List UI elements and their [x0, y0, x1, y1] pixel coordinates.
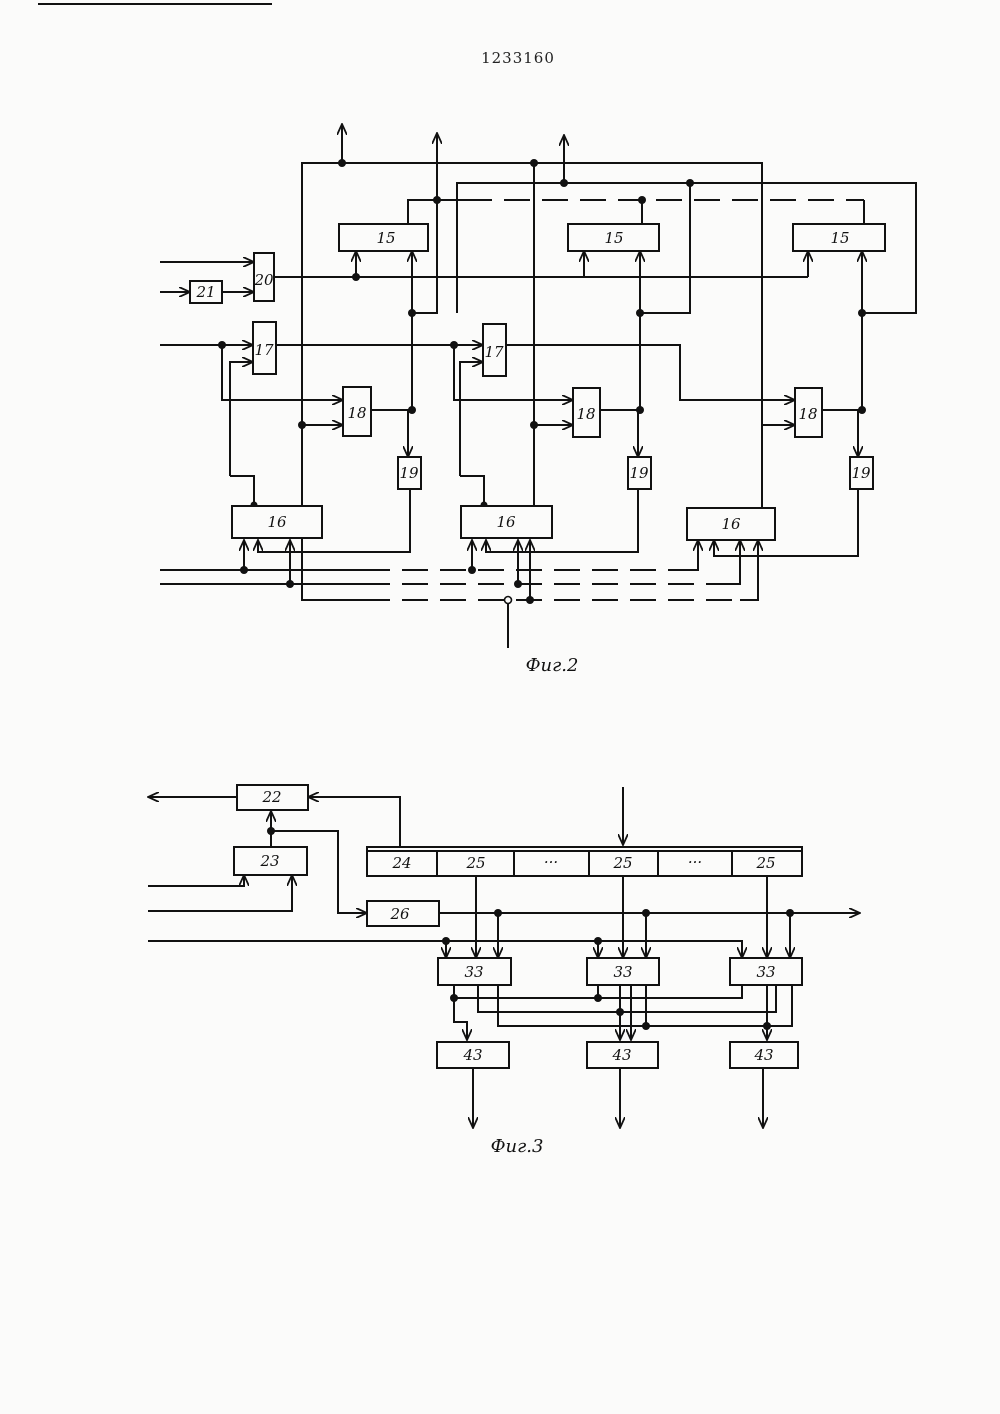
- junction-dot: [494, 909, 502, 917]
- fb-17-1: [230, 362, 253, 476]
- cell-ellipsis: ···: [544, 853, 558, 871]
- junction-dot: [858, 309, 866, 317]
- block-17-label: 17: [484, 343, 504, 361]
- block-43-label: 43: [753, 1046, 773, 1064]
- fig2-diagram: 15 15 15 20 21 17 17 18 18 18 19 19 19 1…: [160, 124, 916, 676]
- bus-584c: [720, 540, 740, 584]
- block-17-label: 17: [254, 341, 274, 359]
- bus-570c: [690, 540, 698, 570]
- block-43-label: 43: [462, 1046, 482, 1064]
- junction-dot: [686, 179, 694, 187]
- junction-dot: [240, 566, 248, 574]
- junction-dot: [530, 159, 538, 167]
- junction-dot: [298, 421, 306, 429]
- fig3-caption: Фиг.3: [491, 1136, 544, 1157]
- block-15-label: 15: [604, 229, 623, 247]
- junction-dot: [616, 1008, 624, 1016]
- fig3-diagram: 22 23 24 25 ··· 25 ··· 25 26 33 33 33 43…: [148, 785, 860, 1157]
- out-17-2: [506, 345, 795, 400]
- block-16-label: 16: [721, 515, 741, 533]
- fb-17-2: [460, 362, 483, 476]
- junction-dot: [763, 1022, 771, 1030]
- block-33-label: 33: [464, 963, 483, 981]
- junction-dot: [267, 827, 275, 835]
- junction-dot: [642, 909, 650, 917]
- block-33-label: 33: [756, 963, 775, 981]
- junction-dot: [594, 937, 602, 945]
- junction-dot: [858, 406, 866, 414]
- block-15-label: 15: [830, 229, 849, 247]
- junction-dot: [338, 159, 346, 167]
- block-33-label: 33: [613, 963, 632, 981]
- junction-dot: [514, 580, 522, 588]
- in-22: [308, 797, 400, 847]
- cell-24-label: 24: [391, 854, 411, 872]
- fb-16-2: [460, 476, 484, 505]
- patent-number: 1233160: [481, 49, 555, 67]
- cell-25-label: 25: [755, 854, 775, 872]
- junction-dot: [636, 309, 644, 317]
- junction-dot: [218, 341, 226, 349]
- junction-dot: [450, 341, 458, 349]
- block-20-label: 20: [253, 271, 274, 289]
- block-19-label: 19: [629, 464, 649, 482]
- block-19-label: 19: [851, 464, 871, 482]
- in-33c: [598, 941, 742, 958]
- junction-dot: [433, 196, 441, 204]
- junction-dot: [526, 596, 534, 604]
- in-18-2a: [454, 345, 573, 400]
- bus-1012b: [764, 985, 776, 1012]
- junction-dot: [352, 273, 360, 281]
- cell-25-label: 25: [465, 854, 485, 872]
- junction-dot: [638, 196, 646, 204]
- in-33b: [446, 941, 598, 958]
- block-18-label: 18: [576, 405, 595, 423]
- block-15-label: 15: [376, 229, 395, 247]
- in-33a: [148, 941, 446, 958]
- junction-dot: [530, 421, 538, 429]
- junction-dot: [636, 406, 644, 414]
- junction-dot: [450, 994, 458, 1002]
- block-43-label: 43: [611, 1046, 631, 1064]
- block-19-label: 19: [399, 464, 419, 482]
- in-18-1a: [222, 345, 343, 400]
- block-18-label: 18: [798, 405, 817, 423]
- junction-dot: [786, 909, 794, 917]
- junction-dot: [408, 309, 416, 317]
- junction-dot: [560, 179, 568, 187]
- junction-dot: [642, 1022, 650, 1030]
- fb-16-1: [230, 476, 254, 505]
- junction-dot: [286, 580, 294, 588]
- block-26-label: 26: [389, 905, 410, 923]
- in-23a: [148, 875, 244, 886]
- open-terminal: [505, 597, 512, 604]
- junction-dot: [468, 566, 476, 574]
- block-23-label: 23: [259, 852, 279, 870]
- in-23b: [148, 875, 292, 911]
- cell-ellipsis: ···: [688, 853, 702, 871]
- in-43-1: [454, 998, 467, 1040]
- block-16-label: 16: [267, 513, 287, 531]
- block-21-label: 21: [195, 283, 215, 301]
- fig2-caption: Фиг.2: [526, 655, 579, 676]
- block-22-label: 22: [261, 788, 281, 806]
- bus-600c: [740, 540, 758, 600]
- junction-dot: [408, 406, 416, 414]
- block-16-label: 16: [496, 513, 516, 531]
- junction-dot: [594, 994, 602, 1002]
- junction-dot: [442, 937, 450, 945]
- cell-25-label: 25: [612, 854, 632, 872]
- block-18-label: 18: [347, 404, 366, 422]
